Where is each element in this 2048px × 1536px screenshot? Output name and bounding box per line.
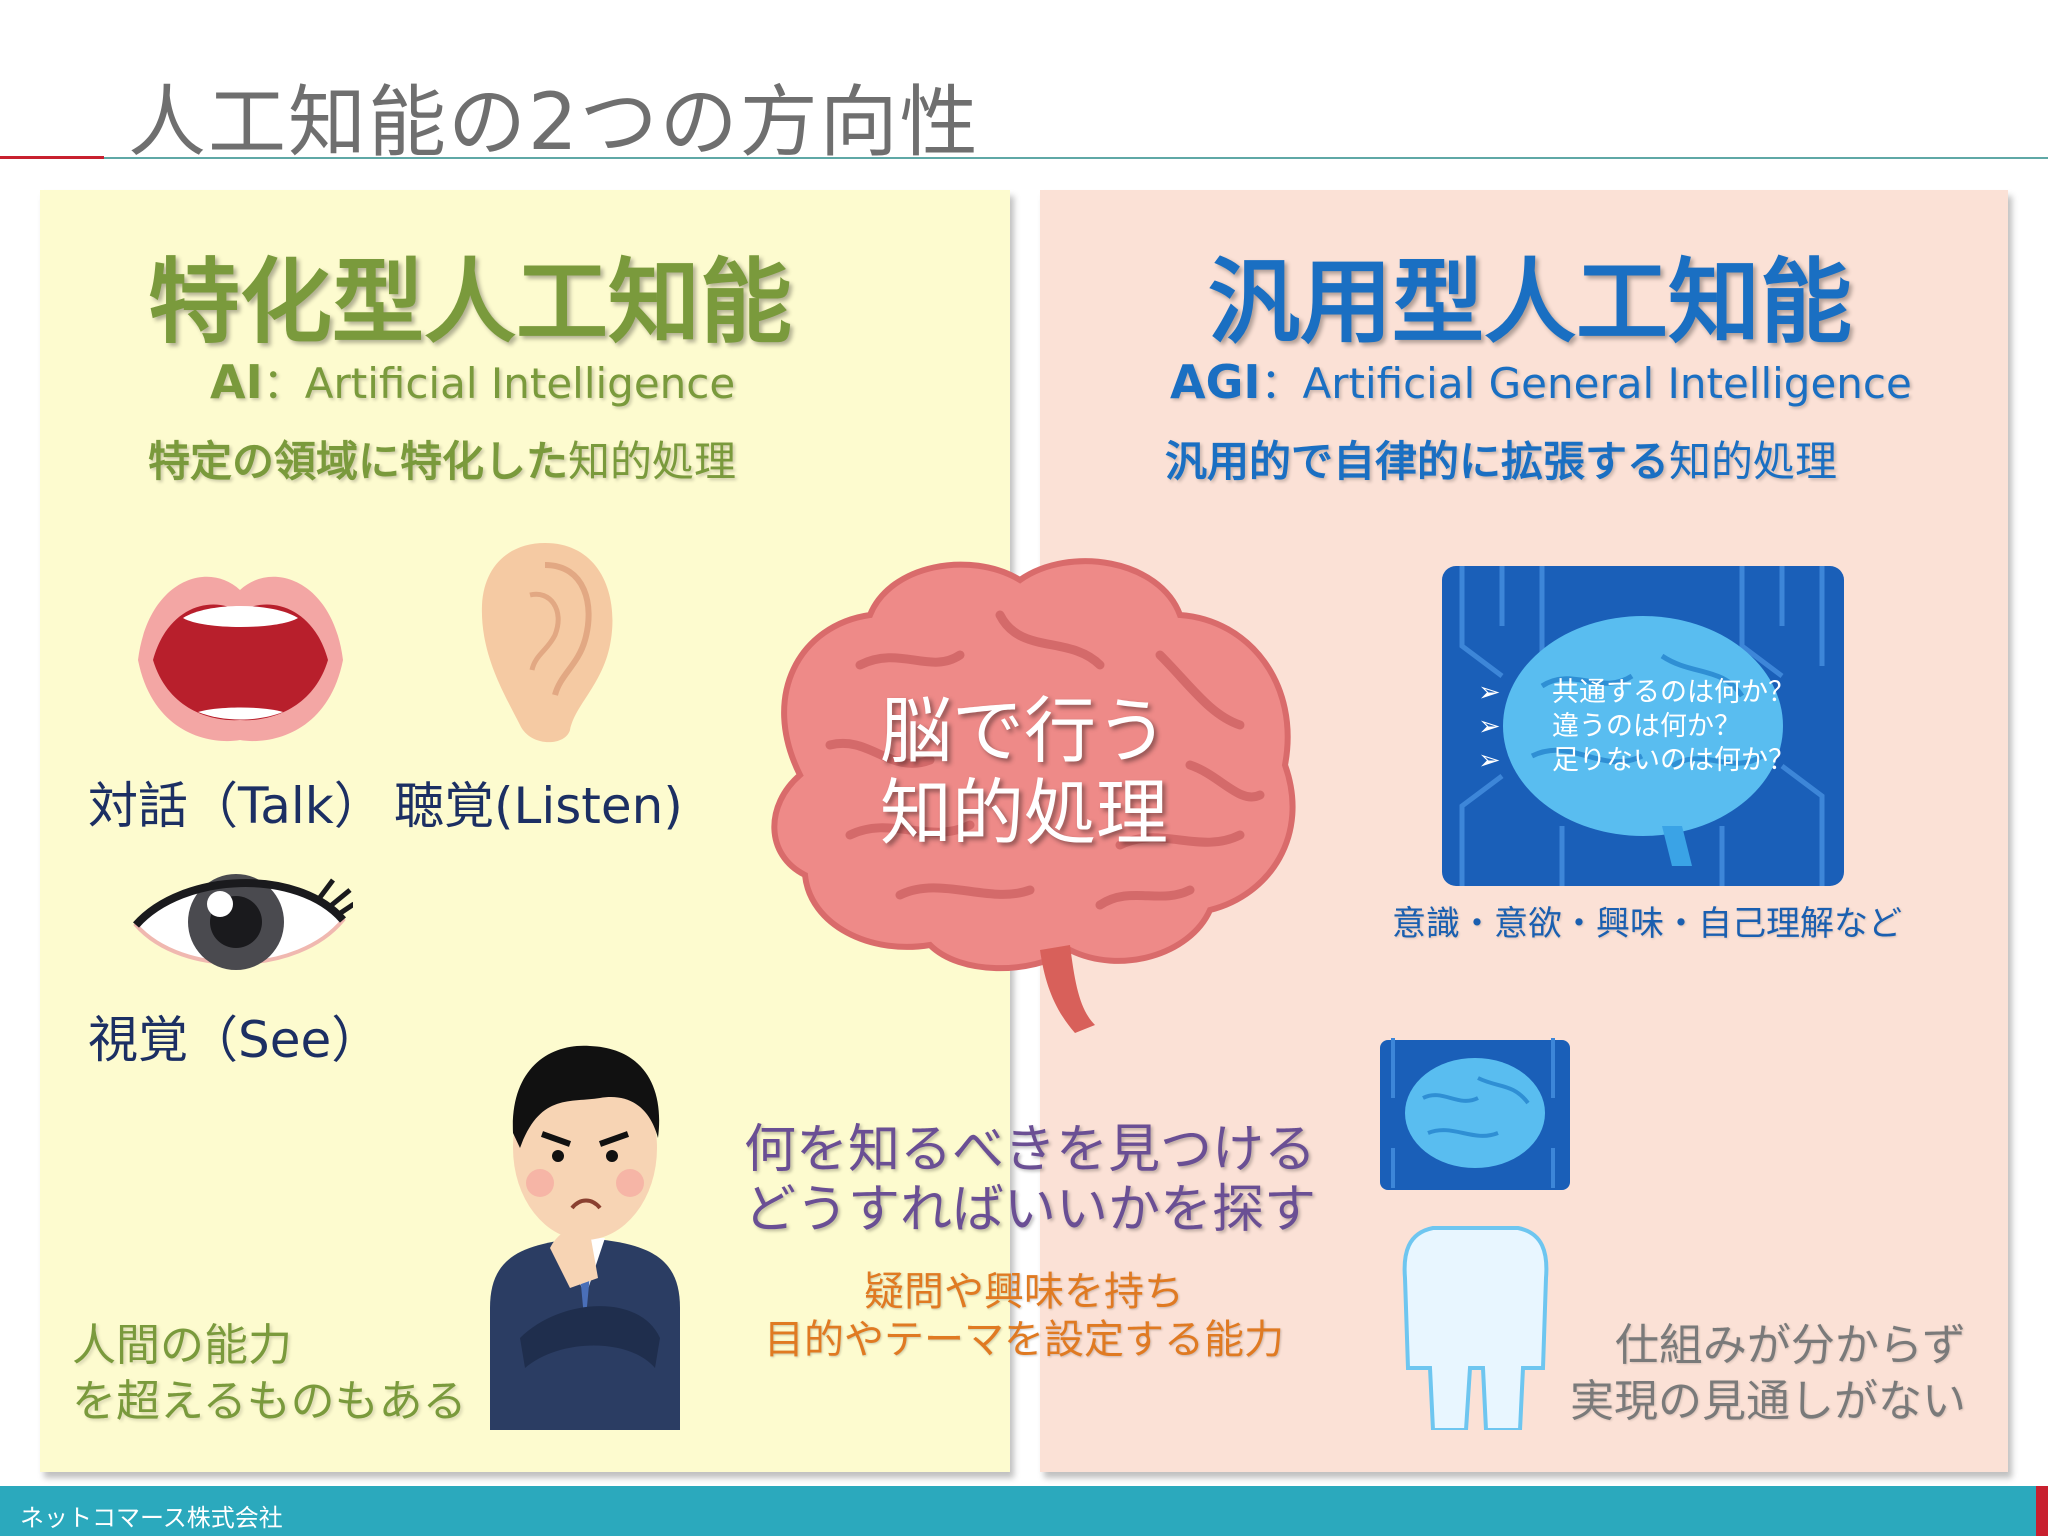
ability-note: 疑問や興味を持ち 目的やテーマを設定する能力 <box>764 1268 1284 1364</box>
robot-human-icon <box>1380 1038 1570 1430</box>
question-finding-note: 何を知るべきを見つける どうすればいいかを探す <box>744 1120 1316 1240</box>
question-line-2: どうすればいいかを探す <box>744 1180 1317 1240</box>
agi-question-list: ➢ 共通するのは何か？ ➢ 違うのは何か？ ➢ 足りないのは何か？ <box>1478 676 1795 778</box>
agi-full-name: Artificial General Intelligence <box>1302 359 1912 408</box>
agi-question-item: ➢ 共通するのは何か？ <box>1478 676 1795 710</box>
narrow-ai-description: 特定の領域に特化した知的処理 <box>148 428 736 489</box>
narrow-ai-desc-rest: 知的処理 <box>568 437 737 486</box>
talk-label: 対話（Talk） <box>88 777 384 835</box>
narrow-ai-desc-bold: 特定の領域に特化した <box>148 437 569 486</box>
mouth-icon <box>138 576 343 742</box>
general-ai-desc-bold: 汎用的で自律的に拡張する <box>1165 437 1670 486</box>
agi-question-text: 足りないのは何か？ <box>1552 745 1795 776</box>
title-underline <box>104 157 2048 159</box>
brain-caption: 脳で行う 知的処理 <box>880 690 1168 854</box>
ai-abbr: AI <box>210 355 263 409</box>
unknown-line-2: 実現の見通しがない <box>1570 1376 1966 1427</box>
unknown-line-1: 仕組みが分からず <box>1614 1320 1966 1371</box>
ability-line-1: 疑問や興味を持ち <box>864 1269 1184 1315</box>
ability-line-2: 目的やテーマを設定する能力 <box>764 1317 1284 1363</box>
question-line-1: 何を知るべきを見つける <box>744 1120 1317 1180</box>
company-name: ネットコマース株式会社 <box>20 1504 283 1532</box>
eye-icon <box>133 874 353 970</box>
ai-colon: ： <box>262 359 305 408</box>
agi-feasibility-note: 仕組みが分からず 実現の見通しがない <box>1570 1318 1966 1430</box>
agi-question-text: 共通するのは何か？ <box>1552 677 1795 708</box>
ai-full-name: Artificial Intelligence <box>304 359 736 408</box>
agi-question-text: 違うのは何か？ <box>1552 711 1741 742</box>
brain-icon <box>771 558 1296 1033</box>
narrow-ai-heading: 特化型人工知能 <box>148 249 793 356</box>
ear-icon <box>481 543 613 743</box>
bullet-arrow-icon: ➢ <box>1478 677 1501 708</box>
listen-label: 聴覚(Listen) <box>394 777 683 835</box>
human-note-line-1: 人間の能力 <box>72 1320 292 1371</box>
bullet-arrow-icon: ➢ <box>1478 711 1501 742</box>
agi-abbr: AGI <box>1170 355 1261 409</box>
footer-accent <box>2036 1486 2048 1536</box>
general-ai-heading: 汎用型人工知能 <box>1208 249 1853 356</box>
circuit-brain-icon <box>1442 566 1844 886</box>
agi-question-item: ➢ 足りないのは何か？ <box>1478 744 1795 778</box>
human-ability-note: 人間の能力 を超えるものもある <box>72 1318 467 1430</box>
brain-caption-line-2: 知的処理 <box>880 771 1169 855</box>
consciousness-caption: 意識・意欲・興味・自己理解など <box>1392 904 1902 944</box>
general-ai-subtitle: AGI：Artificial General Intelligence <box>1170 350 1912 411</box>
bullet-arrow-icon: ➢ <box>1478 745 1501 776</box>
page-title: 人工知能の2つの方向性 <box>128 78 980 168</box>
footer-bar <box>0 1486 2048 1536</box>
agi-colon: ： <box>1260 359 1303 408</box>
thinking-man-icon <box>490 1045 680 1430</box>
agi-question-item: ➢ 違うのは何か？ <box>1478 710 1795 744</box>
title-underline-accent <box>0 156 104 159</box>
brain-caption-line-1: 脳で行う <box>880 689 1169 773</box>
general-ai-desc-rest: 知的処理 <box>1669 437 1838 486</box>
see-label: 視覚（See） <box>88 1011 382 1069</box>
general-ai-description: 汎用的で自律的に拡張する知的処理 <box>1165 428 1837 489</box>
human-note-line-2: を超えるものもある <box>72 1376 467 1427</box>
narrow-ai-subtitle: AI：Artificial Intelligence <box>210 350 735 411</box>
